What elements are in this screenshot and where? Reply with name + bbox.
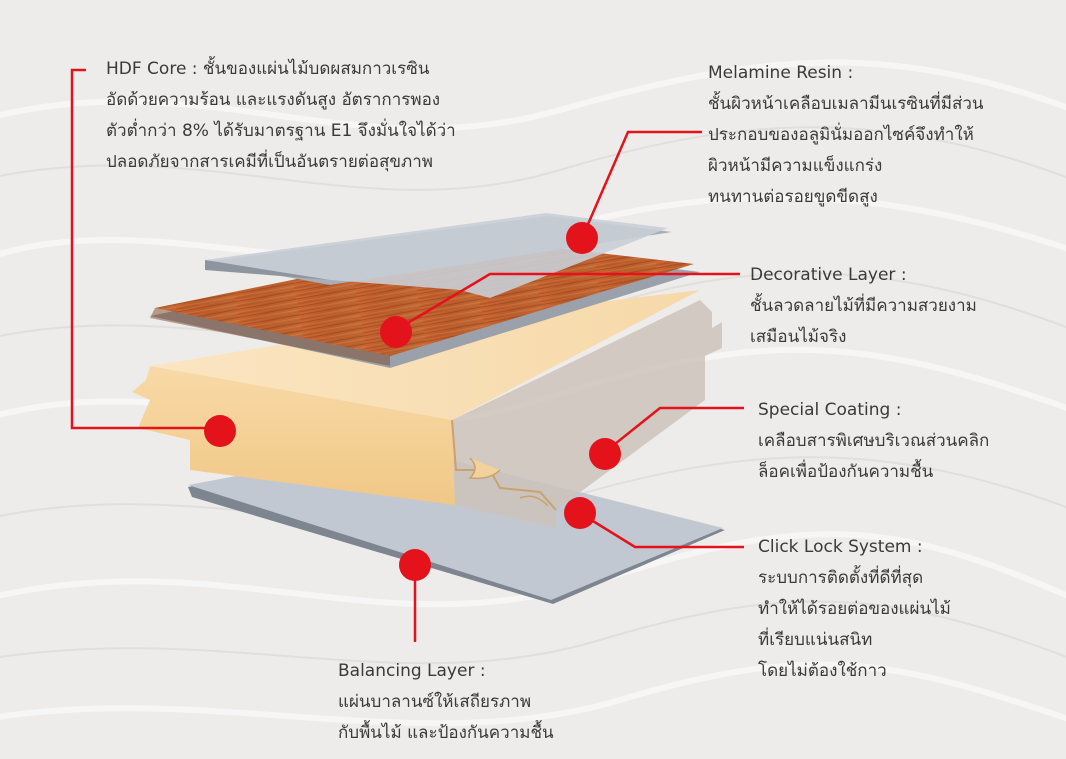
melamine-line-5: ทนทานต่อรอยขูดขีดสูง <box>708 187 878 207</box>
callout-hdf-core: HDF Core : ชั้นของแผ่นไม้บดผสมกาวเรซิน อ… <box>106 54 456 178</box>
click-lock-line-3: ทำให้ได้รอยต่อของแผ่นไม้ <box>758 599 951 619</box>
decorative-line-2: ชั้นลวดลายไม้ที่มีความสวยงาม <box>750 296 977 316</box>
marker-click-lock <box>564 497 596 529</box>
marker-balancing <box>399 549 431 581</box>
hdf-core-line-4: ปลอดภัยจากสารเคมีที่เป็นอันตรายต่อสุขภาพ <box>106 152 434 172</box>
special-coating-line-2: เคลือบสารพิเศษบริเวณส่วนคลิก <box>758 431 990 451</box>
melamine-line-1: Melamine Resin : <box>708 63 854 83</box>
melamine-line-3: ประกอบของอลูมินั่มออกไซค์จึงทำให้ <box>708 125 974 145</box>
balancing-line-1: Balancing Layer : <box>338 661 486 681</box>
balancing-line-2: แผ่นบาลานซ์ให้เสถียรภาพ <box>338 692 532 712</box>
core-front-face <box>132 366 455 505</box>
leader-lines <box>70 68 744 642</box>
click-lock-line-5: โดยไม่ต้องใช้กาว <box>758 661 887 681</box>
decorative-line-3: เสมือนไม้จริง <box>750 327 847 347</box>
marker-hdf-core <box>204 415 236 447</box>
balancing-line-3: กับพื้นไม้ และป้องกันความชื้น <box>338 723 554 743</box>
callout-special-coating: Special Coating : เคลือบสารพิเศษบริเวณส่… <box>758 395 989 488</box>
leader-melamine <box>580 130 702 239</box>
special-coating-line-1: Special Coating : <box>758 400 902 420</box>
leader-decorative <box>395 272 740 332</box>
decorative-line-1: Decorative Layer : <box>750 265 907 285</box>
click-lock-line-4: ที่เรียบแน่นสนิท <box>758 630 873 650</box>
callout-melamine-resin: Melamine Resin : ชั้นผิวหน้าเคลือบเมลามี… <box>708 58 984 213</box>
callout-decorative-layer: Decorative Layer : ชั้นลวดลายไม้ที่มีควา… <box>750 260 977 353</box>
marker-melamine <box>566 222 598 254</box>
leader-hdf-core <box>70 68 220 430</box>
click-lock-line-1: Click Lock System : <box>758 537 923 557</box>
marker-decorative <box>380 316 412 348</box>
callout-markers <box>204 222 621 581</box>
hdf-core-line-2: อัดด้วยความร้อน และแรงดันสูง อัตราการพอง <box>106 90 441 110</box>
leader-special-coating <box>604 406 744 453</box>
callout-balancing-layer: Balancing Layer : แผ่นบาลานซ์ให้เสถียรภา… <box>338 656 554 749</box>
hdf-core-line-3: ตัวต่ำกว่า 8% ได้รับมาตรฐาน E1 จึงมั่นใจ… <box>106 121 456 141</box>
hdf-core-line-1: HDF Core : ชั้นของแผ่นไม้บดผสมกาวเรซิน <box>106 59 430 79</box>
melamine-line-4: ผิวหน้ามีความแข็งแกร่ง <box>708 156 883 176</box>
special-coating-line-3: ล็อคเพื่อป้องกันความชื้น <box>758 462 934 482</box>
melamine-resin-sheet <box>205 213 672 298</box>
marker-special-coating <box>589 438 621 470</box>
callout-click-lock: Click Lock System : ระบบการติดตั้งที่ดีท… <box>758 532 951 687</box>
leader-click-lock <box>579 511 744 549</box>
click-lock-line-2: ระบบการติดตั้งที่ดีที่สุด <box>758 568 924 588</box>
melamine-line-2: ชั้นผิวหน้าเคลือบเมลามีนเรซินที่มีส่วน <box>708 94 984 114</box>
core-side-face <box>452 300 722 528</box>
